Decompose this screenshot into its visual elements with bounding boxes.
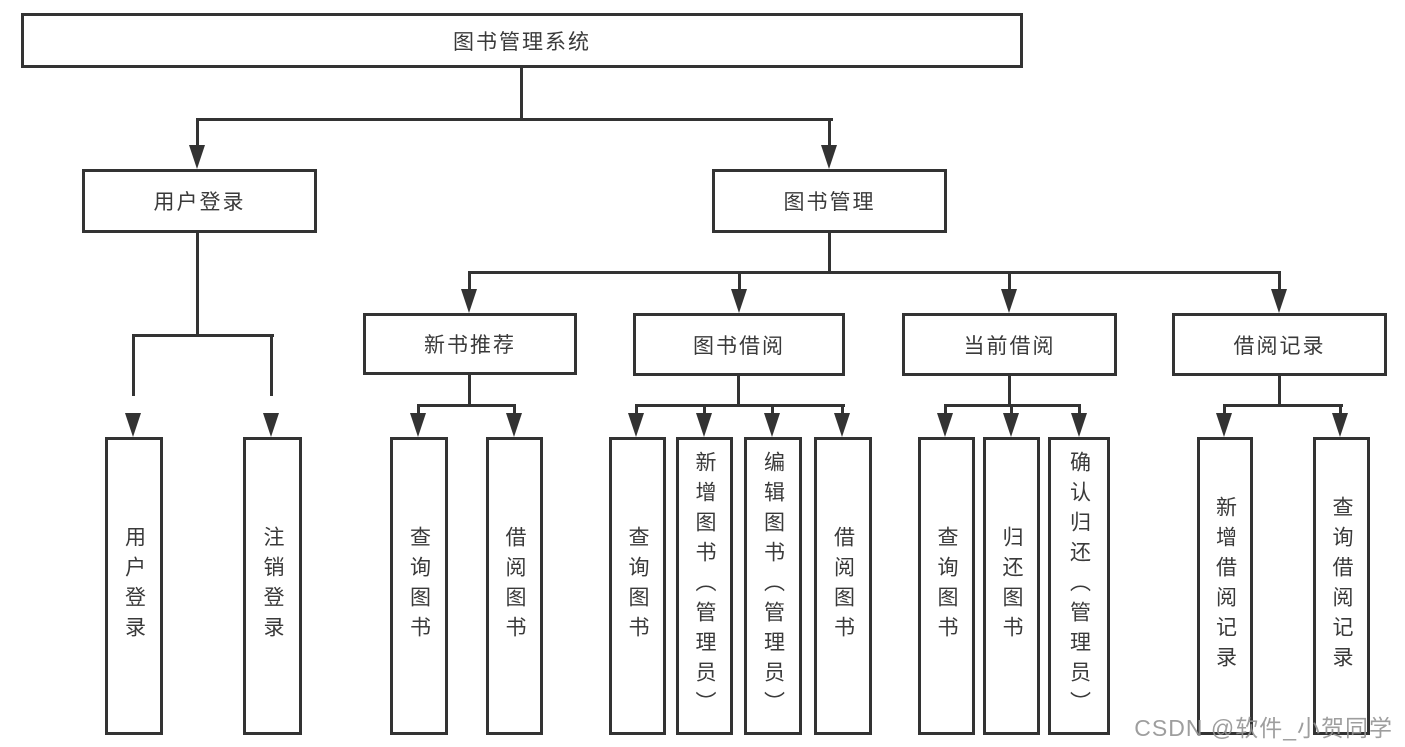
- leaf-add-borrow-record: 新增借阅记录: [1197, 437, 1253, 735]
- arrowhead-borrow-borrow: [834, 413, 850, 437]
- leaf-logout: 注销登录: [243, 437, 302, 735]
- node-root: 图书管理系统: [21, 13, 1023, 68]
- arrowhead-leaf-logout: [263, 413, 279, 437]
- connector-borrow-l2: [703, 404, 706, 416]
- connector-records-stem: [1278, 376, 1281, 407]
- leaf-return-books-label: 归还图书: [1000, 526, 1023, 646]
- connector-rec-l2: [513, 404, 516, 416]
- connector-to-book-borrow: [738, 271, 741, 291]
- arrowhead-rec-borrow: [506, 413, 522, 437]
- leaf-current-query-books-label: 查询图书: [935, 526, 958, 646]
- arrowhead-borrow-add: [696, 413, 712, 437]
- connector-rec-branch: [417, 404, 516, 407]
- leaf-confirm-return-admin-label: 确认归还（管理员）: [1067, 451, 1091, 721]
- leaf-query-borrow-record-label: 查询借阅记录: [1330, 496, 1353, 676]
- leaf-borrow-query-books: 查询图书: [609, 437, 666, 735]
- connector-to-user-login: [196, 118, 199, 152]
- node-user-login: 用户登录: [82, 169, 317, 233]
- node-new-book-rec: 新书推荐: [363, 313, 577, 375]
- node-book-borrow: 图书借阅: [633, 313, 845, 376]
- arrowhead-current-query: [937, 413, 953, 437]
- connector-borrow-branch: [635, 404, 845, 407]
- connector-borrow-l4: [841, 404, 844, 416]
- connector-borrow-l3: [771, 404, 774, 416]
- arrowhead-borrow-edit: [764, 413, 780, 437]
- leaf-user-login: 用户登录: [105, 437, 163, 735]
- connector-current-l3: [1078, 404, 1081, 416]
- leaf-add-books-admin: 新增图书（管理员）: [676, 437, 733, 735]
- leaf-borrow-query-books-label: 查询图书: [626, 526, 649, 646]
- leaf-logout-label: 注销登录: [261, 526, 284, 646]
- leaf-add-books-admin-label: 新增图书（管理员）: [693, 451, 716, 721]
- connector-root-branch: [196, 118, 833, 121]
- connector-to-new-book-rec: [468, 271, 471, 291]
- connector-to-book-mgmt: [828, 118, 831, 152]
- leaf-borrow-books-label: 借阅图书: [831, 526, 855, 646]
- connector-borrow-stem: [737, 376, 740, 407]
- leaf-confirm-return-admin: 确认归还（管理员）: [1048, 437, 1110, 735]
- node-book-mgmt: 图书管理: [712, 169, 947, 233]
- arrowhead-borrow-records: [1271, 289, 1287, 313]
- arrowhead-current-confirm: [1071, 413, 1087, 437]
- connector-records-branch: [1223, 404, 1343, 407]
- arrowhead-leaf-login: [125, 413, 141, 437]
- connector-to-current-borrow: [1008, 271, 1011, 291]
- connector-user-stem: [196, 233, 199, 337]
- connector-records-l2: [1339, 404, 1342, 416]
- arrowhead-user-login: [189, 145, 205, 169]
- connector-rec-l1: [417, 404, 420, 416]
- connector-to-leaf-logout: [270, 334, 273, 396]
- leaf-add-borrow-record-label: 新增借阅记录: [1213, 496, 1237, 676]
- arrowhead-records-add: [1216, 413, 1232, 437]
- arrowhead-book-borrow: [731, 289, 747, 313]
- connector-current-l1: [944, 404, 947, 416]
- connector-records-l1: [1223, 404, 1226, 416]
- leaf-rec-borrow-books: 借阅图书: [486, 437, 543, 735]
- arrowhead-book-mgmt: [821, 145, 837, 169]
- arrowhead-records-query: [1332, 413, 1348, 437]
- node-current-borrow: 当前借阅: [902, 313, 1117, 376]
- leaf-current-query-books: 查询图书: [918, 437, 975, 735]
- leaf-rec-query-books-label: 查询图书: [407, 526, 431, 646]
- arrowhead-new-book-rec: [461, 289, 477, 313]
- arrowhead-current-return: [1003, 413, 1019, 437]
- connector-mgmt-branch: [468, 271, 1281, 274]
- leaf-edit-books-admin: 编辑图书（管理员）: [744, 437, 802, 735]
- leaf-user-login-label: 用户登录: [122, 526, 146, 646]
- arrowhead-current-borrow: [1001, 289, 1017, 313]
- connector-user-branch: [132, 334, 274, 337]
- connector-current-stem: [1008, 376, 1011, 407]
- leaf-rec-query-books: 查询图书: [390, 437, 448, 735]
- arrowhead-borrow-query: [628, 413, 644, 437]
- leaf-edit-books-admin-label: 编辑图书（管理员）: [761, 451, 785, 721]
- connector-borrow-l1: [635, 404, 638, 416]
- connector-rec-stem: [468, 375, 471, 407]
- connector-to-borrow-records: [1278, 271, 1281, 291]
- connector-to-leaf-login: [132, 334, 135, 396]
- connector-mgmt-stem: [828, 233, 831, 274]
- connector-root-stem: [520, 66, 523, 121]
- leaf-return-books: 归还图书: [983, 437, 1040, 735]
- arrowhead-rec-query: [410, 413, 426, 437]
- csdn-watermark: CSDN @软件_小贺同学: [1134, 715, 1393, 741]
- leaf-borrow-books: 借阅图书: [814, 437, 872, 735]
- leaf-query-borrow-record: 查询借阅记录: [1313, 437, 1370, 735]
- connector-current-l2: [1010, 404, 1013, 416]
- node-borrow-records: 借阅记录: [1172, 313, 1387, 376]
- leaf-rec-borrow-books-label: 借阅图书: [503, 526, 526, 646]
